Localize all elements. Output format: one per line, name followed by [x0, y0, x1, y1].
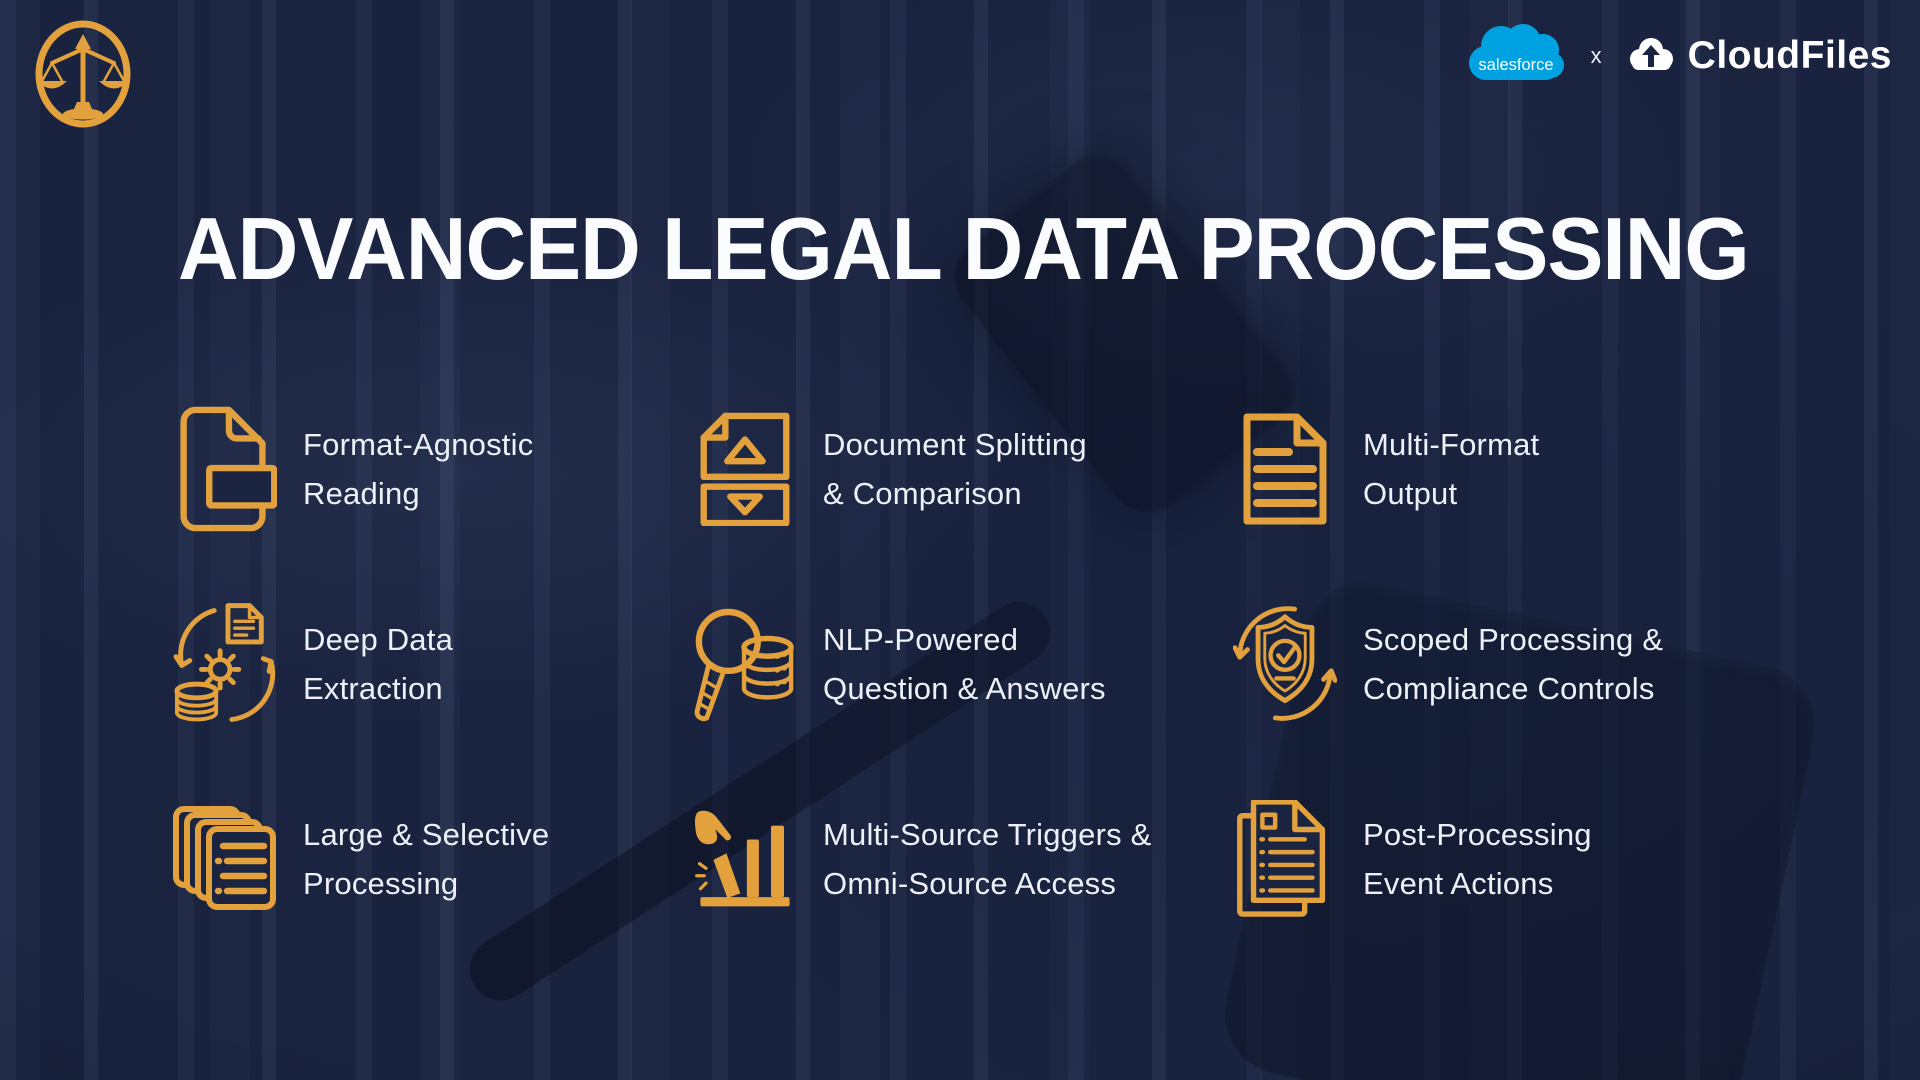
split-trays-icon: [693, 412, 797, 526]
feature-scoped-processing-compliance: Scoped Processing &Compliance Controls: [1233, 599, 1753, 729]
feature-label: Multi-Source Triggers &Omni-Source Acces…: [823, 817, 1152, 901]
shield-check-cycle-icon: [1233, 603, 1337, 725]
feature-label: Document Splitting& Comparison: [823, 427, 1087, 511]
partnership-x-separator: x: [1590, 43, 1602, 68]
cloudfiles-logo: CloudFiles: [1626, 34, 1892, 78]
search-database-icon: [693, 604, 797, 724]
document-lines-icon: [1233, 413, 1337, 525]
salesforce-logo-icon: salesforce: [1463, 21, 1567, 92]
data-cycle-icon: [173, 602, 277, 727]
checklist-documents-icon: [1233, 800, 1337, 918]
partner-logos: salesforce x CloudFiles: [1463, 23, 1892, 88]
salesforce-wordmark: salesforce: [1478, 56, 1553, 74]
cloudfiles-cloud-icon: [1629, 38, 1673, 70]
feature-label: Scoped Processing &Compliance Controls: [1363, 622, 1664, 706]
stacked-documents-icon: [173, 805, 277, 913]
feature-document-splitting-comparison: Document Splitting& Comparison: [693, 404, 1233, 534]
trigger-hand-bars-icon: [693, 808, 797, 910]
page-title: ADVANCED LEGAL DATA PROCESSING: [178, 199, 1750, 298]
scales-of-justice-icon: [33, 18, 133, 135]
feature-multi-source-triggers: Multi-Source Triggers &Omni-Source Acces…: [693, 794, 1233, 924]
document-outline-icon: [173, 405, 277, 533]
cloudfiles-wordmark: CloudFiles: [1687, 34, 1892, 77]
